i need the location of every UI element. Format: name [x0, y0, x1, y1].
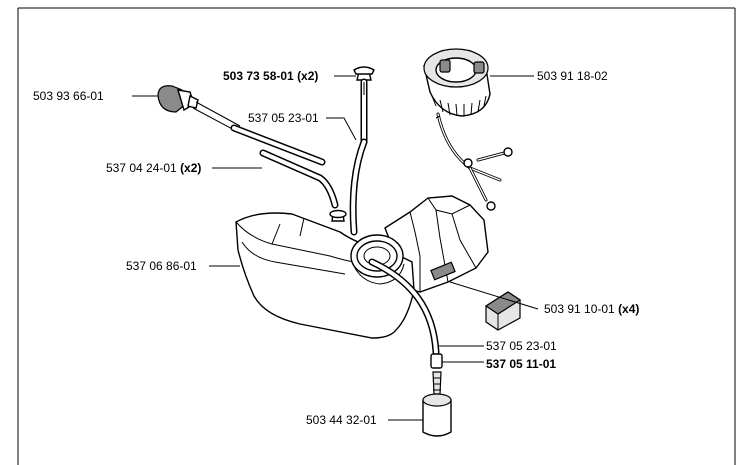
- part-label-537052301-top: 537 05 23-01: [248, 111, 319, 125]
- part-label-537051101: 537 05 11-01: [486, 357, 556, 371]
- grommet-icon: [353, 66, 375, 81]
- part-label-503911802: 503 91 18-02: [537, 69, 608, 83]
- fuel-hose-suction-icon: [368, 258, 440, 356]
- rubber-damper-icon: [430, 261, 522, 331]
- grommet-lower-icon: [329, 209, 347, 222]
- fuel-hose-upper-icon: [230, 124, 339, 209]
- fuel-tank-icon: [235, 195, 489, 339]
- primer-bulb-icon: [157, 85, 241, 133]
- diagram-frame: [17, 7, 736, 465]
- part-label-503443201: 503 44 32-01: [306, 413, 377, 427]
- part-label-503911001: 503 91 10-01 (x4): [544, 302, 639, 316]
- part-label-503936601: 503 93 66-01: [33, 89, 104, 103]
- part-label-537042401: 537 04 24-01 (x2): [106, 161, 201, 175]
- part-label-503736801: 503 73 58-01 (x2): [223, 69, 318, 83]
- leader-lines: [132, 75, 539, 421]
- part-label-537052301-bottom: 537 05 23-01: [486, 339, 557, 353]
- fuel-cap-icon: [423, 48, 513, 211]
- fuel-filter-icon: [422, 353, 452, 437]
- part-label-537068601: 537 06 86-01: [126, 259, 197, 273]
- fuel-hose-return-icon: [349, 78, 368, 236]
